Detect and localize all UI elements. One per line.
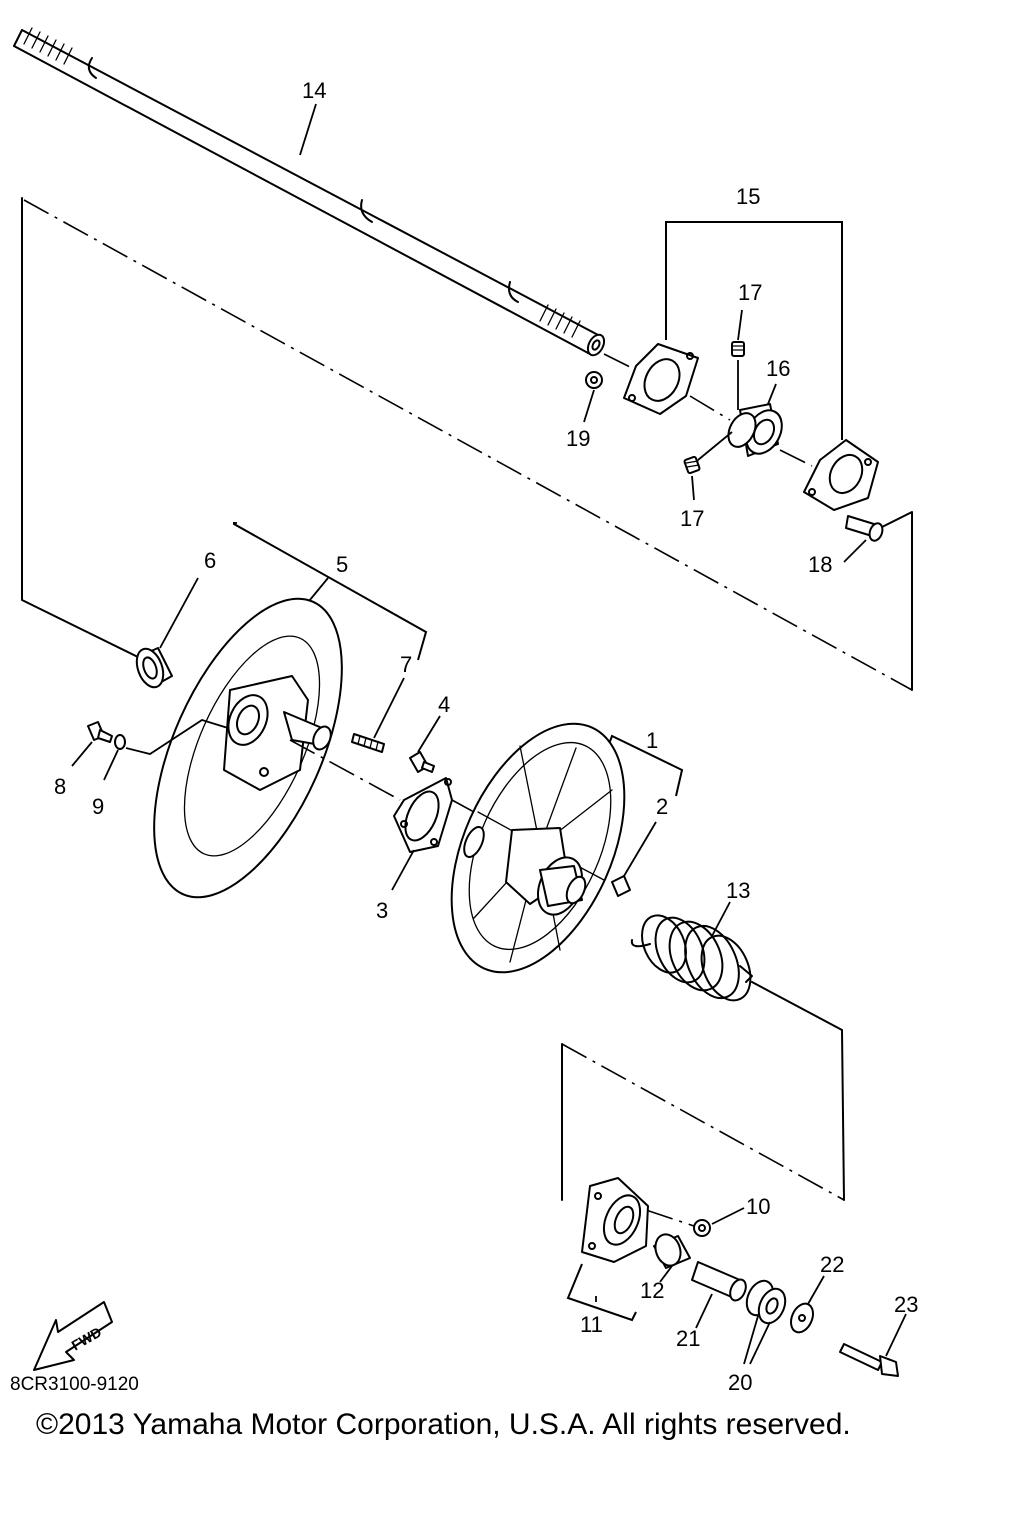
callout-8: 8 bbox=[54, 774, 66, 799]
movable-sheave-part-1[interactable] bbox=[417, 697, 660, 998]
washer-part-22[interactable] bbox=[787, 1300, 817, 1336]
nut-part-19[interactable] bbox=[585, 371, 603, 389]
callout-21: 21 bbox=[676, 1326, 700, 1351]
screw-part-2[interactable] bbox=[611, 875, 631, 897]
housing-part-11[interactable] bbox=[581, 1177, 649, 1263]
nut-part-10[interactable] bbox=[693, 1219, 711, 1237]
callout-17-lower: 17 bbox=[680, 506, 704, 531]
callout-12: 12 bbox=[640, 1278, 664, 1303]
bushing-part-6[interactable] bbox=[132, 645, 173, 691]
fixed-sheave-part-5[interactable] bbox=[115, 572, 380, 925]
callout-15: 15 bbox=[736, 184, 760, 209]
callout-2: 2 bbox=[656, 794, 668, 819]
callout-3: 3 bbox=[376, 898, 388, 923]
bearing-flange-upper[interactable] bbox=[623, 343, 699, 415]
bearing-flange-lower[interactable] bbox=[803, 439, 879, 511]
bolt-part-18[interactable] bbox=[845, 515, 885, 543]
callout-10: 10 bbox=[746, 1194, 770, 1219]
bolt-part-23[interactable] bbox=[839, 1343, 899, 1377]
shaft-part-14[interactable] bbox=[13, 27, 607, 358]
callout-19: 19 bbox=[566, 426, 590, 451]
copyright-notice: ©2013 Yamaha Motor Corporation, U.S.A. A… bbox=[36, 1408, 851, 1441]
bushing-part-12[interactable] bbox=[651, 1231, 691, 1269]
roller-part-20[interactable] bbox=[742, 1277, 791, 1328]
setscrew-upper-part-17[interactable] bbox=[731, 341, 745, 357]
callout-9: 9 bbox=[92, 794, 104, 819]
callout-5: 5 bbox=[336, 552, 348, 577]
callout-23: 23 bbox=[894, 1292, 918, 1317]
callout-14: 14 bbox=[302, 78, 326, 103]
diagram-code: 8CR3100-9120 bbox=[10, 1374, 139, 1395]
bearing-part-16[interactable] bbox=[723, 403, 789, 460]
stud-part-7[interactable] bbox=[351, 733, 385, 753]
callout-22: 22 bbox=[820, 1252, 844, 1277]
forward-arrow-icon: FWD bbox=[33, 1301, 113, 1371]
callout-7: 7 bbox=[400, 652, 412, 677]
bolt-part-4[interactable] bbox=[409, 751, 435, 773]
gasket-part-3[interactable] bbox=[393, 777, 453, 853]
callout-16: 16 bbox=[766, 356, 790, 381]
callout-20: 20 bbox=[728, 1370, 752, 1395]
spring-part-13[interactable] bbox=[630, 908, 760, 1008]
bolt-part-8[interactable] bbox=[87, 721, 113, 743]
callout-11: 11 bbox=[580, 1312, 603, 1337]
callout-17-upper: 17 bbox=[738, 280, 762, 305]
washer-part-9[interactable] bbox=[114, 734, 126, 750]
callout-1: 1 bbox=[646, 728, 658, 753]
callout-18: 18 bbox=[808, 552, 832, 577]
setscrew-lower-part-17[interactable] bbox=[683, 455, 701, 475]
callout-4: 4 bbox=[438, 692, 450, 717]
assembly-outline bbox=[21, 197, 913, 691]
callout-6: 6 bbox=[204, 548, 216, 573]
callout-13: 13 bbox=[726, 878, 750, 903]
sleeve-part-21[interactable] bbox=[691, 1261, 749, 1303]
